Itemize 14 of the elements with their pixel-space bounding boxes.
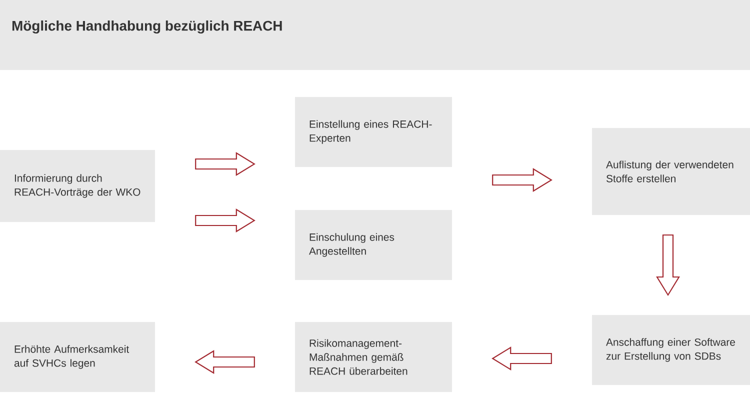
process-box: Auflistung der verwendeten Stoffe erstellen [592,128,750,215]
block-arrow [195,208,256,232]
process-box: Einstellung eines REACH-Experten [295,97,452,167]
process-box: Risikomanagement-Maßnahmen gemäß REACH überarbeiten [295,322,452,392]
block-arrow [492,346,552,370]
process-box: Informierung durch REACH-Vorträge der WKO [0,150,155,222]
process-box: Anschaffung einer Software zur Erstellung von SDBs [592,315,750,385]
title-bar: Mögliche Handhabung bezüglich REACH [0,0,750,70]
process-box: Einschulung eines Angestellten [295,210,452,280]
block-arrow [492,168,552,192]
block-arrow [194,350,255,374]
process-box: Erhöhte Aufmerksamkeit auf SVHCs legen [0,322,155,392]
block-arrow [195,152,256,176]
block-arrow [656,234,680,296]
